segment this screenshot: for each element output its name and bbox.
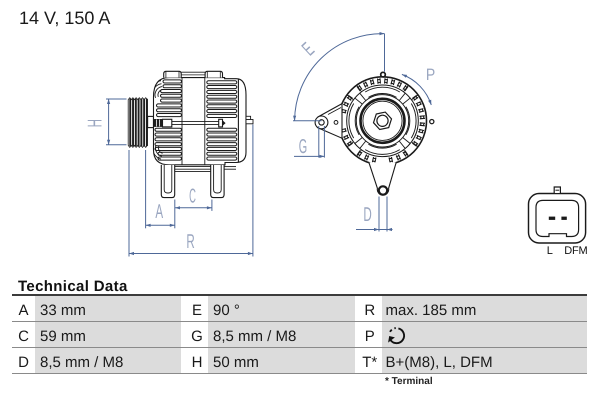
svg-text:H: H	[85, 119, 107, 127]
svg-text:A: A	[155, 201, 163, 223]
svg-text:D: D	[363, 204, 371, 226]
svg-text:C: C	[189, 185, 196, 207]
svg-text:R: R	[186, 231, 194, 253]
svg-text:G: G	[299, 136, 307, 158]
svg-text:P: P	[426, 66, 435, 84]
svg-text:E: E	[298, 39, 319, 60]
